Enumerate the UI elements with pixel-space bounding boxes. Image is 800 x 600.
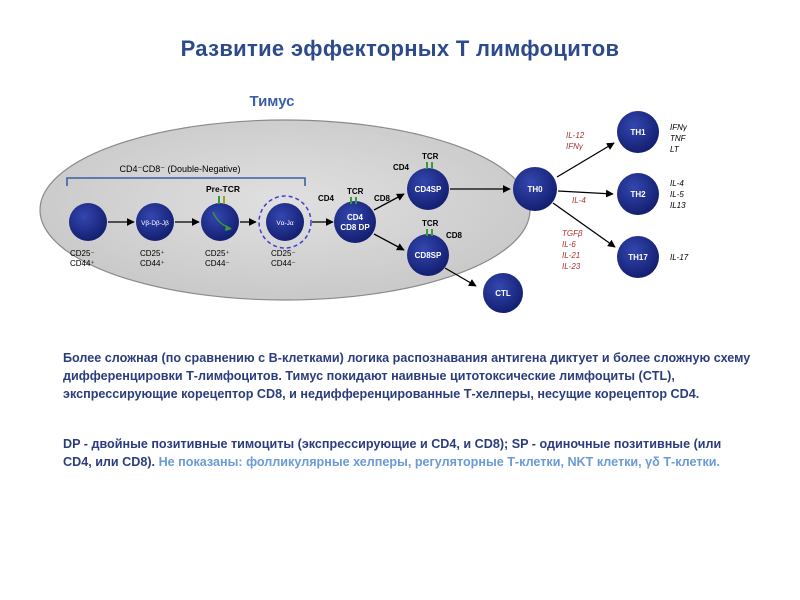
cell-cd8sp bbox=[407, 234, 449, 276]
cd4sp-tag-cd4: CD4 bbox=[393, 163, 410, 172]
cell-cd4sp-label: CD4SP bbox=[415, 185, 442, 194]
cell-dp-label-2: CD8 DP bbox=[340, 223, 370, 232]
cell-th0 bbox=[513, 167, 557, 211]
arrow-th0-th2 bbox=[557, 189, 614, 198]
cell-dn4 bbox=[266, 203, 304, 241]
pre-tcr-label: Pre-TCR bbox=[206, 184, 240, 194]
dn3-green-arrowhead bbox=[225, 225, 232, 231]
th2-product-1: IL-4 bbox=[670, 179, 684, 188]
dn4-marker-1: CD25⁻ bbox=[271, 249, 296, 258]
th1-product-2: TNF bbox=[670, 134, 687, 143]
cd4sp-tag-tcr: TCR bbox=[422, 152, 439, 161]
dn-bracket-label: CD4⁻CD8⁻ (Double-Negative) bbox=[119, 164, 240, 174]
th2-product-3: IL13 bbox=[670, 201, 686, 210]
cell-dn4-halo bbox=[258, 195, 312, 249]
arrow-cd8sp-ctl bbox=[444, 267, 477, 287]
signal-th1-2: IFNγ bbox=[566, 142, 584, 151]
cell-dp bbox=[334, 201, 376, 243]
th17-product-1: IL-17 bbox=[670, 253, 689, 262]
thymus-label: Тимус bbox=[249, 93, 294, 110]
cell-th2-label: TH2 bbox=[630, 190, 646, 199]
cell-th17-label: TH17 bbox=[628, 253, 648, 262]
th2-product-2: IL-5 bbox=[670, 190, 684, 199]
th1-product-1: IFNγ bbox=[670, 123, 688, 132]
dn3-marker-1: CD25⁺ bbox=[205, 249, 230, 258]
signal-th17-3: IL-21 bbox=[562, 251, 580, 260]
cell-ctl bbox=[483, 273, 523, 313]
cd8sp-tag-tcr: TCR bbox=[422, 219, 439, 228]
dn2-marker-2: CD44⁺ bbox=[140, 259, 165, 268]
dp-tag-tcr: TCR bbox=[347, 187, 364, 196]
abbreviation-note: DP - двойные позитивные тимоциты (экспре… bbox=[63, 437, 722, 469]
cell-dn2-label: Vβ-Dβ-Jβ bbox=[141, 220, 169, 227]
arrow-dp-cd4sp bbox=[373, 193, 405, 211]
signal-th17-4: IL-23 bbox=[562, 262, 581, 271]
not-shown-note: Не показаны: фолликулярные хелперы, регу… bbox=[158, 455, 721, 469]
cell-dp-label-1: CD4 bbox=[347, 213, 364, 222]
cell-th17 bbox=[617, 236, 659, 278]
cell-dn4-label: Vα-Jα bbox=[276, 220, 294, 227]
signal-th17-1: TGFβ bbox=[562, 229, 583, 238]
cell-th1 bbox=[617, 111, 659, 153]
cell-th0-label: TH0 bbox=[527, 185, 543, 194]
description-paragraph-1: Более сложная (по сравнению с В-клетками… bbox=[63, 351, 751, 401]
th1-product-3: LT bbox=[670, 145, 680, 154]
arrow-th0-th17 bbox=[552, 202, 616, 248]
signal-th2-1: IL-4 bbox=[572, 196, 586, 205]
page-title: Развитие эффекторных Т лимфоцитов bbox=[180, 36, 620, 61]
dn1-marker-1: CD25⁻ bbox=[70, 249, 95, 258]
arrow-th0-th1 bbox=[556, 142, 615, 178]
dn4-marker-2: CD44⁻ bbox=[271, 259, 296, 268]
description-paragraph-2: DP - двойные позитивные тимоциты (экспре… bbox=[63, 435, 753, 471]
cell-dn1 bbox=[69, 203, 107, 241]
cell-cd8sp-label: CD8SP bbox=[415, 251, 442, 260]
dp-tag-cd8: CD8 bbox=[374, 194, 391, 203]
dn1-marker-2: CD44⁺ bbox=[70, 259, 95, 268]
dn-bracket bbox=[66, 177, 306, 186]
cell-th1-label: TH1 bbox=[630, 128, 646, 137]
cell-dn2 bbox=[136, 203, 174, 241]
cell-cd4sp bbox=[407, 168, 449, 210]
dp-tag-cd4: CD4 bbox=[318, 194, 335, 203]
dn2-marker-1: CD25⁺ bbox=[140, 249, 165, 258]
signal-th17-2: IL-6 bbox=[562, 240, 576, 249]
signal-th1-1: IL-12 bbox=[566, 131, 585, 140]
dn3-marker-2: CD44⁻ bbox=[205, 259, 230, 268]
arrow-dp-cd8sp bbox=[373, 233, 405, 251]
cell-ctl-label: CTL bbox=[495, 289, 511, 298]
cell-th2 bbox=[617, 173, 659, 215]
cd8sp-tag-cd8: CD8 bbox=[446, 231, 463, 240]
